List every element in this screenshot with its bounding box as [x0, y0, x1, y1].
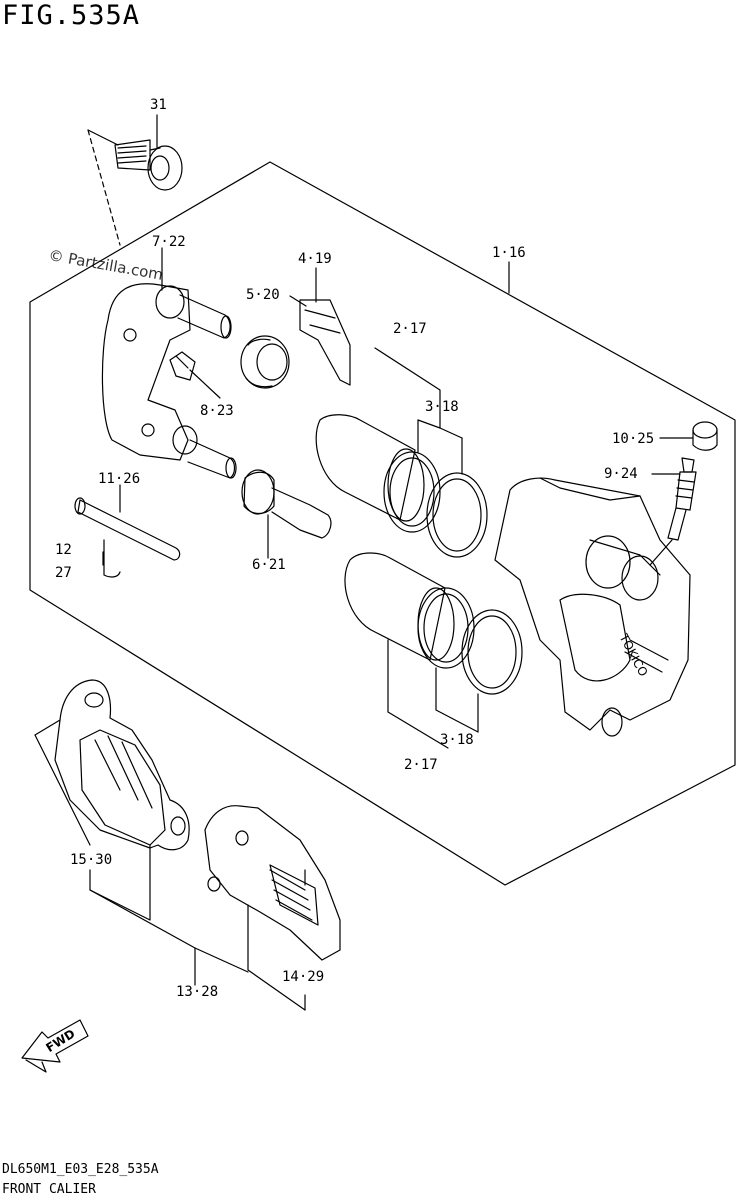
seal-upper-1 [384, 452, 440, 532]
slide-pin-upper [178, 295, 231, 338]
pin-boot-6-21 [242, 470, 331, 538]
label-12: 12 [55, 542, 72, 558]
diagram-caption: FRONT CALIER [2, 1182, 96, 1197]
bleeder-valve [668, 458, 696, 540]
label-2-17-top: 2·17 [393, 321, 427, 337]
label-7-22: 7·22 [152, 234, 186, 250]
seal-upper-2 [427, 473, 487, 557]
bolt-31 [115, 140, 182, 190]
clip-8-23 [170, 352, 195, 380]
leader-3-18-top [418, 420, 462, 438]
seal-lower-1 [418, 588, 474, 668]
label-3-18-top: 3·18 [425, 399, 459, 415]
label-13-28: 13·28 [176, 984, 219, 1000]
label-8-23: 8·23 [200, 403, 234, 419]
label-27: 27 [55, 565, 72, 581]
leader-3-18-bottom [436, 668, 478, 732]
leader-15-30 [35, 720, 60, 735]
brake-pad-inner [205, 806, 340, 960]
label-2-17-bottom: 2·17 [404, 757, 438, 773]
assembly-boundary [30, 162, 735, 885]
leader-2-17-top [375, 348, 440, 428]
boot-5-20 [241, 336, 289, 388]
caliper-bracket [102, 284, 197, 460]
bolt-31-guide [88, 130, 120, 245]
pin-11-26 [75, 498, 180, 560]
clip-12-27 [104, 540, 120, 577]
brake-pad-outer [55, 680, 189, 850]
caliper-body [495, 478, 690, 736]
seal-lower-2 [462, 610, 522, 694]
label-14-29: 14·29 [282, 969, 325, 985]
label-9-24: 9·24 [604, 466, 638, 482]
label-10-25: 10·25 [612, 431, 655, 447]
fwd-arrow [22, 1020, 88, 1072]
piston-upper [316, 415, 424, 521]
label-6-21: 6·21 [252, 557, 286, 573]
label-11-26: 11·26 [98, 471, 141, 487]
label-3-18-bottom: 3·18 [440, 732, 474, 748]
bleeder-cap [693, 422, 717, 450]
label-5-20: 5·20 [246, 287, 280, 303]
diagram-code: DL650M1_E03_E28_535A [2, 1162, 159, 1177]
leader-2-17-bottom [388, 640, 448, 748]
piston-lower [345, 553, 454, 660]
label-4-19: 4·19 [298, 251, 332, 267]
leader-14-29 [248, 905, 305, 1010]
figure-title: FIG.535A [2, 0, 141, 31]
leader-13-28 [90, 890, 195, 985]
slide-pin-lower [188, 440, 236, 478]
label-1-16: 1·16 [492, 245, 526, 261]
label-15-30: 15·30 [70, 852, 113, 868]
pad-spring-4-19 [300, 300, 350, 385]
label-31: 31 [150, 97, 167, 113]
